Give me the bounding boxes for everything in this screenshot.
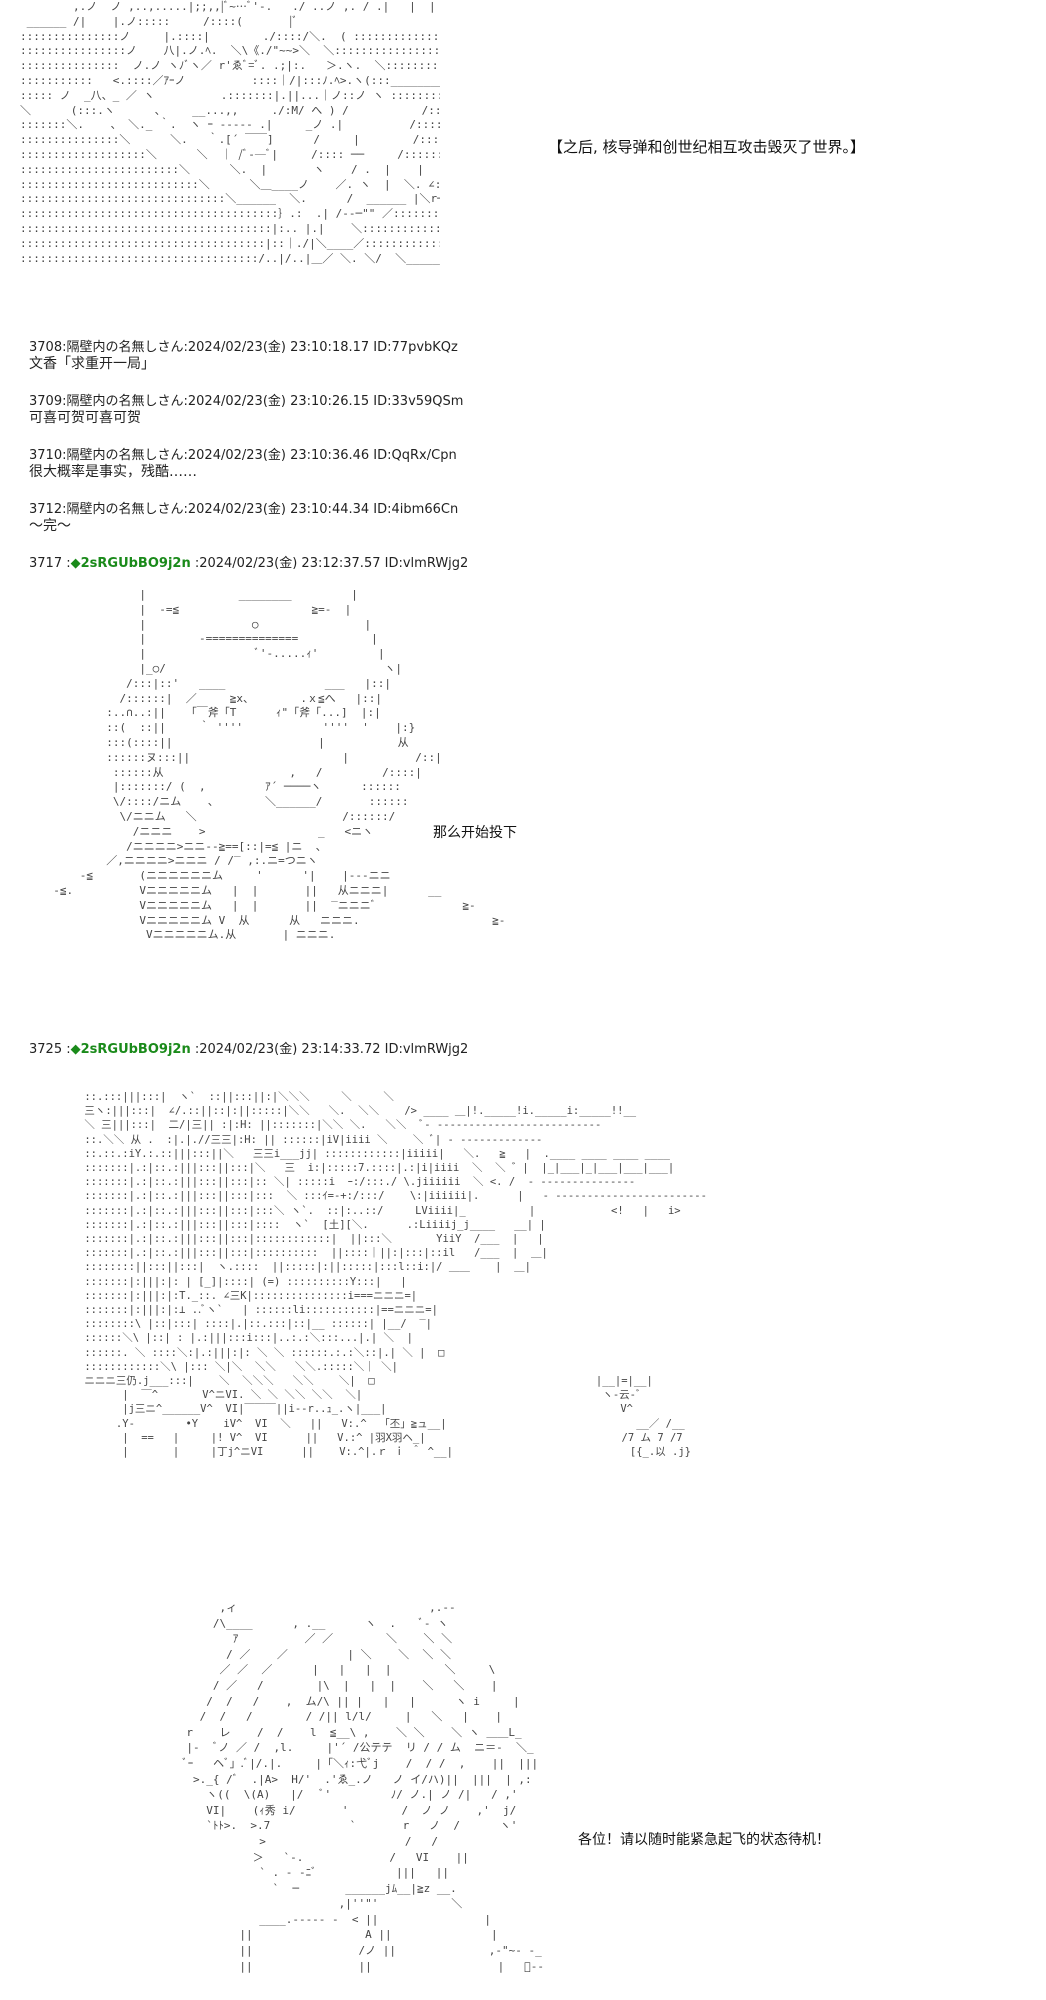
author-tripcode: ◆2sRGUbBO9j2n xyxy=(70,1042,191,1057)
post-header: 3712:隔壁内の名無しさん:2024/02/23(金) 23:10:44.34… xyxy=(29,502,459,517)
post-datetime: 2024/02/23(金) 23:12:37.57 xyxy=(199,556,381,571)
post-header: 3709:隔壁内の名無しさん:2024/02/23(金) 23:10:26.15… xyxy=(29,394,464,409)
post-id: ID:33v59QSm xyxy=(373,394,464,409)
post-number: 3708 xyxy=(29,340,63,355)
post-number: 3712 xyxy=(29,502,63,517)
post-3712: 3712:隔壁内の名無しさん:2024/02/23(金) 23:10:44.34… xyxy=(29,501,458,535)
post-name: 隔壁内の名無しさん xyxy=(66,502,184,517)
post-id: ID:77pvbKQz xyxy=(373,340,458,355)
post-datetime: 2024/02/23(金) 23:10:36.46 xyxy=(187,448,370,463)
post-datetime: 2024/02/23(金) 23:10:18.17 xyxy=(187,340,370,355)
ascii-art-character-closeup: ,ィ ,.-‐ /\____ , .__ ヽ . ﾞ‐ ヽ ｱ ／ ／ ＼ ＼ … xyxy=(179,1601,560,1973)
post-number: 3709 xyxy=(29,394,63,409)
post-number: 3717 xyxy=(29,556,63,571)
post-name: 隔壁内の名無しさん xyxy=(66,448,184,463)
dialogue-standby-order: 各位！请以随时能紧急起飞的状态待机！ xyxy=(578,1832,830,1848)
ascii-art-commander-face: | ________ | | -=≦ ≧=- | | ○ | | -======… xyxy=(53,588,506,942)
post-id: ID:vlmRWjg2 xyxy=(384,556,469,571)
post-body: 很大概率是事实，残酷…… xyxy=(29,464,197,480)
dialogue-begin-drop: 那么开始投下 xyxy=(433,825,517,841)
post-header: 3717 :◆2sRGUbBO9j2n :2024/02/23(金) 23:12… xyxy=(29,556,469,571)
narration-world-destroyed: 【之后, 核导弹和创世纪相互攻击毁灭了世界。】 xyxy=(548,138,866,156)
post-id: ID:vlmRWjg2 xyxy=(384,1042,469,1057)
author-post-3717: 3717 :◆2sRGUbBO9j2n :2024/02/23(金) 23:12… xyxy=(29,555,468,572)
post-datetime: 2024/02/23(金) 23:10:44.34 xyxy=(187,502,370,517)
post-datetime: 2024/02/23(金) 23:14:33.72 xyxy=(199,1042,381,1057)
post-id: ID:QqRx/Cpn xyxy=(373,448,457,463)
post-header: 3708:隔壁内の名無しさん:2024/02/23(金) 23:10:18.17… xyxy=(29,340,458,355)
author-tripcode: ◆2sRGUbBO9j2n xyxy=(70,556,191,571)
post-id: ID:4ibm66Cn xyxy=(373,502,459,517)
post-3710: 3710:隔壁内の名無しさん:2024/02/23(金) 23:10:36.46… xyxy=(29,447,457,481)
author-post-3725: 3725 :◆2sRGUbBO9j2n :2024/02/23(金) 23:14… xyxy=(29,1041,468,1058)
post-number: 3725 xyxy=(29,1042,63,1057)
ascii-art-world-destruction: ,.ノ ノ ,..,.....|;;,,|ﾞ~…ﾞ'‐. ./ ..ノ ,. /… xyxy=(20,0,440,265)
post-3709: 3709:隔壁内の名無しさん:2024/02/23(金) 23:10:26.15… xyxy=(29,393,463,427)
ascii-art-command-room: ::.:::|||:::| ヽ` ::||:::||:|＼＼＼ ＼ ＼ 三ヽ:|… xyxy=(84,1091,707,1459)
post-body: 可喜可贺可喜可贺 xyxy=(29,410,141,426)
post-datetime: 2024/02/23(金) 23:10:26.15 xyxy=(187,394,370,409)
post-header: 3710:隔壁内の名無しさん:2024/02/23(金) 23:10:36.46… xyxy=(29,448,457,463)
post-body: 〜完〜 xyxy=(29,518,71,534)
post-body: 文香「求重开一局」 xyxy=(29,356,155,372)
post-name: 隔壁内の名無しさん xyxy=(66,394,184,409)
post-name: 隔壁内の名無しさん xyxy=(66,340,184,355)
post-number: 3710 xyxy=(29,448,63,463)
post-3708: 3708:隔壁内の名無しさん:2024/02/23(金) 23:10:18.17… xyxy=(29,339,458,373)
post-header: 3725 :◆2sRGUbBO9j2n :2024/02/23(金) 23:14… xyxy=(29,1042,469,1057)
